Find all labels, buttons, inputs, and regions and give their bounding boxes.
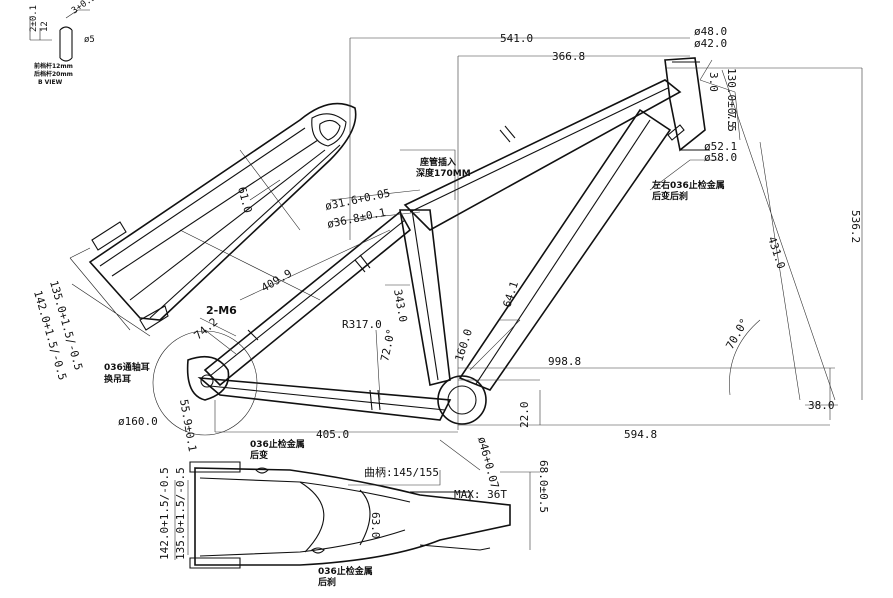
note-seatpost-1: 座管插入 [419, 156, 456, 168]
annotation-notes: 座管插入 深度170MM 左右036止检金属 后变后刹 2-M6 036通轴耳 … [104, 156, 725, 588]
detail-note-2: 后档杆20mm [34, 70, 73, 78]
dim-70deg: 70.0° [723, 316, 751, 351]
dim-7_5: 7.5 [725, 112, 738, 132]
dim-142-bottom: 142.0+1.5/-0.5 [158, 467, 171, 560]
dim-d42: ø42.0 [694, 37, 727, 50]
dim-max36t: MAX: 36T [454, 488, 507, 501]
note-rear-1: 036止检金属 [250, 438, 305, 450]
bottom-view-chainstays: 曲柄:145/155 MAX: 36T 68.0±0.5 63.0 142.0+… [158, 460, 550, 569]
note-m6: 2-M6 [206, 304, 237, 317]
dim-366: 366.8 [552, 50, 585, 63]
dim-d160: ø160.0 [118, 415, 158, 428]
note-bottom-1: 036止检金属 [318, 565, 373, 577]
dim-130: 130.0±0.5 [725, 68, 738, 128]
dim-541: 541.0 [500, 32, 533, 45]
detail-dim-3: 3+0.5 [70, 0, 98, 16]
detail-dim-2: 2±0.1 [29, 5, 39, 32]
dim-d52: ø52.1 [704, 140, 737, 153]
dim-22: 22.0 [518, 402, 531, 429]
dim-160-st: 160.0 [452, 327, 475, 363]
detail-b-view: 2±0.1 12 3+0.5 ø5 前档杆12mm 后档杆20mm B VIEW [29, 0, 98, 86]
note-bottom-2: 后刹 [318, 576, 336, 588]
dim-343: 343.0 [391, 288, 410, 323]
dim-R317: R317.0 [342, 318, 382, 331]
dim-536: 536.2 [849, 210, 862, 243]
note-cable-1: 左右036止检金属 [651, 179, 725, 191]
dim-61: 61.0 [235, 185, 254, 214]
dim-d46: ø46+0.07 [475, 435, 501, 490]
dim-crank: 曲柄:145/155 [364, 466, 439, 479]
dim-68: 68.0±0.5 [537, 460, 550, 513]
dimension-texts: 541.0 366.8 ø48.0 ø42.0 3.0 130.0±0.5 7.… [118, 25, 862, 490]
note-cable-2: 后变后刹 [652, 190, 688, 202]
dim-64: 64.1 [500, 280, 521, 309]
dim-d58: ø58.0 [704, 151, 737, 164]
side-view-frame [152, 57, 710, 436]
note-hanger-2: 换吊耳 [104, 373, 131, 385]
detail-dim-12: 12 [40, 21, 50, 32]
note-rear-2: 后变 [250, 449, 268, 461]
dim-594: 594.8 [624, 428, 657, 441]
detail-note-3: B VIEW [38, 79, 63, 86]
dim-135-bottom: 135.0+1.5/-0.5 [174, 467, 187, 560]
detail-dim-d5: ø5 [84, 35, 95, 45]
dim-38: 38.0 [808, 399, 835, 412]
dim-63: 63.0 [369, 512, 382, 539]
top-view-stays: 135.0+1.5/-0.5 142.0+1.5/-0.5 61.0 [31, 102, 357, 382]
dim-55: 55.9±0.1 [177, 398, 199, 452]
note-hanger-1: 036通轴耳 [104, 361, 150, 373]
note-seatpost-2: 深度170MM [416, 167, 471, 179]
dim-409: 409.9 [259, 267, 294, 295]
detail-note-1: 前档杆12mm [34, 62, 73, 70]
dim-3: 3.0 [707, 72, 720, 92]
dim-72deg: 72.0° [378, 328, 398, 363]
dim-405: 405.0 [316, 428, 349, 441]
dimension-lines [199, 37, 863, 471]
dim-998: 998.8 [548, 355, 581, 368]
dim-d48: ø48.0 [694, 25, 727, 38]
